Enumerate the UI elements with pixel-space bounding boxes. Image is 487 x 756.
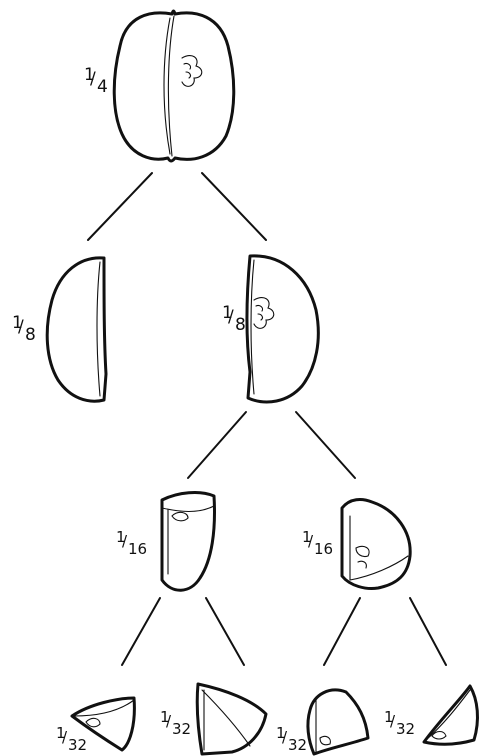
fraction-label-32-b: 1 / 32 — [160, 708, 191, 738]
eighth-apple-left-illustration: 1 / 8 — [12, 256, 108, 403]
svg-text:/: / — [18, 317, 24, 337]
svg-text:8: 8 — [235, 315, 246, 335]
sixteenth-apple-left-illustration: 1 / 16 — [116, 491, 216, 592]
sixteenth-apple-right-illustration: 1 / 16 — [302, 498, 412, 590]
thirty-second-apple-a-illustration: 1 / 32 — [56, 696, 136, 754]
seed-icon — [253, 297, 275, 329]
fraction-label-quarter: 1 / 4 — [84, 65, 108, 97]
svg-text:32: 32 — [68, 736, 87, 754]
connector-sixteenth-left-to-32b — [205, 597, 245, 666]
svg-text:/: / — [122, 532, 128, 550]
fraction-label-eighth-right: 1 / 8 — [222, 303, 246, 335]
svg-text:1: 1 — [302, 528, 312, 546]
svg-text:1: 1 — [384, 708, 394, 726]
thirty-second-apple-d-illustration: 1 / 32 — [384, 684, 479, 746]
svg-text:1: 1 — [84, 65, 95, 85]
svg-text:16: 16 — [314, 540, 333, 558]
svg-text:/: / — [90, 69, 96, 89]
svg-text:16: 16 — [128, 540, 147, 558]
fraction-label-32-a: 1 / 32 — [56, 724, 87, 754]
seed-icon — [85, 717, 101, 728]
svg-text:1: 1 — [56, 724, 66, 742]
svg-text:1: 1 — [12, 313, 23, 333]
seed-icon — [431, 730, 447, 740]
svg-text:/: / — [390, 712, 396, 730]
fraction-label-eighth-left: 1 / 8 — [12, 313, 36, 345]
svg-text:32: 32 — [288, 736, 307, 754]
svg-text:32: 32 — [172, 720, 191, 738]
connector-sixteenth-right-to-32d — [409, 597, 447, 666]
svg-text:1: 1 — [116, 528, 126, 546]
connector-sixteenth-right-to-32c — [323, 597, 361, 666]
thirty-second-apple-c-illustration: 1 / 32 — [276, 688, 370, 756]
svg-text:4: 4 — [97, 77, 108, 97]
svg-text:/: / — [62, 728, 68, 746]
tree-connectors — [87, 172, 447, 666]
svg-text:32: 32 — [396, 720, 415, 738]
quarter-apple-illustration: 1 / 4 — [84, 9, 236, 163]
eighth-apple-right-illustration: 1 / 8 — [222, 254, 320, 404]
fraction-label-32-c: 1 / 32 — [276, 724, 307, 754]
svg-text:/: / — [228, 307, 234, 327]
svg-text:/: / — [166, 712, 172, 730]
svg-text:8: 8 — [25, 325, 36, 345]
connector-quarter-to-eighth-left — [87, 172, 153, 241]
connector-eighth-to-sixteenth-left — [187, 411, 247, 479]
fraction-label-32-d: 1 / 32 — [384, 708, 415, 738]
svg-text:1: 1 — [276, 724, 286, 742]
seed-icon — [171, 511, 189, 522]
seed-icon — [181, 55, 203, 87]
fraction-label-sixteenth-right: 1 / 16 — [302, 528, 333, 558]
seed-icon — [319, 735, 331, 746]
seed-icon — [355, 545, 370, 569]
svg-text:1: 1 — [222, 303, 233, 323]
connector-eighth-to-sixteenth-right — [295, 411, 356, 479]
svg-text:/: / — [282, 728, 288, 746]
svg-text:1: 1 — [160, 708, 170, 726]
svg-text:/: / — [308, 532, 314, 550]
thirty-second-apple-b-illustration: 1 / 32 — [160, 682, 268, 756]
fraction-label-sixteenth-left: 1 / 16 — [116, 528, 147, 558]
connector-sixteenth-left-to-32a — [121, 597, 161, 666]
connector-quarter-to-eighth-right — [201, 172, 267, 241]
